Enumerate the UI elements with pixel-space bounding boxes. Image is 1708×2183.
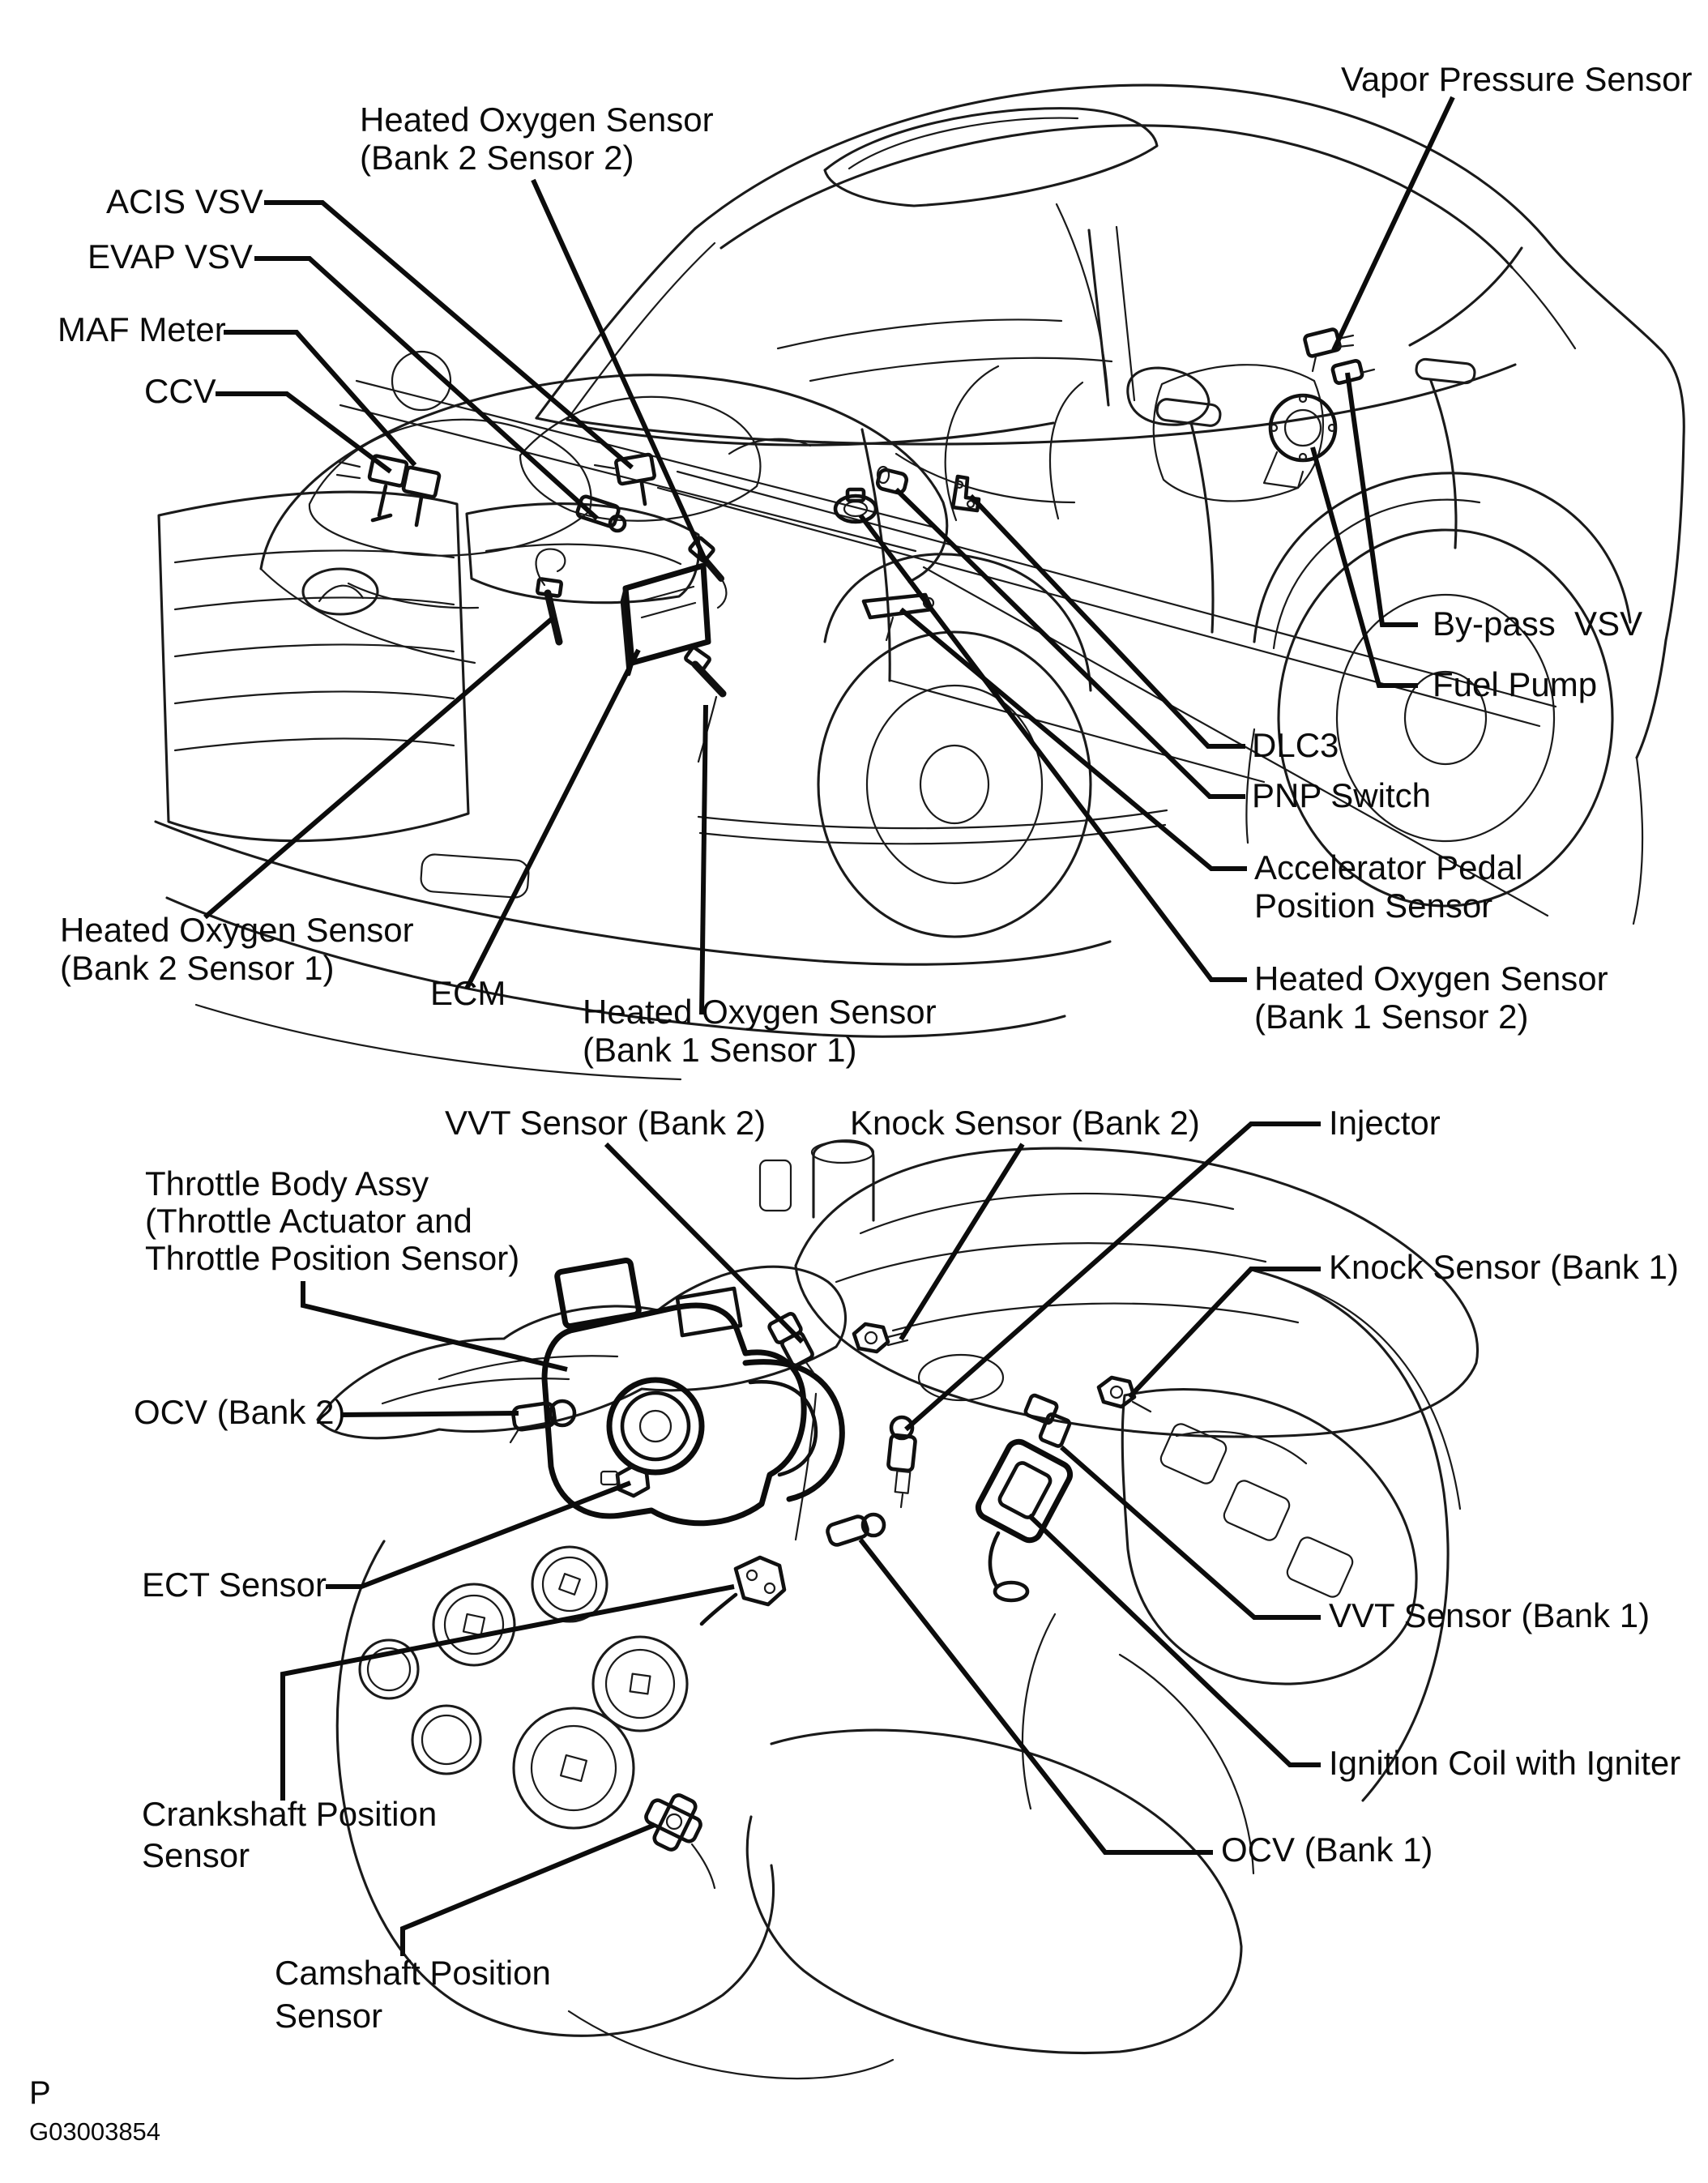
rear-door-handle <box>1415 357 1476 385</box>
injector-glyph <box>886 1415 917 1509</box>
label-vapor-pressure-sensor: Vapor Pressure Sensor <box>1341 60 1692 98</box>
front-wheel <box>817 630 1092 938</box>
leader-knock-sensor-b1 <box>1127 1267 1321 1399</box>
bypass-vsv-glyph <box>1330 358 1376 386</box>
leader-evap-vsv <box>254 256 600 521</box>
brand-emblem <box>301 567 379 616</box>
leader-camshaft-sensor <box>400 1822 656 1956</box>
leader-vvt-sensor-b1 <box>1060 1445 1321 1620</box>
leader-bypass-vsv <box>1345 372 1418 627</box>
fuel-pump-glyph <box>1262 393 1338 489</box>
label-ignition-coil-with-igniter: Ignition Coil with Igniter <box>1329 1744 1680 1782</box>
figure-code: G03003854 <box>29 2117 160 2146</box>
sunroof <box>823 107 1159 207</box>
throttle-body-assembly-glyph <box>541 1257 845 1527</box>
ignition-coil-glyph <box>975 1438 1074 1603</box>
label-acis-vsv: ACIS VSV <box>106 182 263 220</box>
label-bypass-vsv: By-pass VSV <box>1433 604 1642 643</box>
label-ho2s-bank1-sensor2: Heated Oxygen Sensor (Bank 1 Sensor 2) <box>1254 959 1617 1036</box>
engine-illustration <box>316 1139 1479 2080</box>
leader-ccv <box>216 391 392 474</box>
dlc3-glyph <box>950 474 981 513</box>
leader-ho2s-b1s1 <box>699 704 708 1015</box>
engine-labels: VVT Sensor (Bank 2) Knock Sensor (Bank 2… <box>134 1104 1680 2035</box>
evap-maf-sensor-glyph <box>575 494 627 533</box>
ccv-valve-glyph <box>335 454 442 528</box>
label-dlc3: DLC3 <box>1252 726 1339 764</box>
leader-fuel-pump <box>1310 446 1418 688</box>
label-accelerator-pedal-position-sensor: Accelerator Pedal Position Sensor <box>1254 848 1532 925</box>
camshaft-sensor-glyph <box>644 1793 716 1890</box>
label-injector: Injector <box>1329 1104 1441 1142</box>
leader-knock-sensor-b2 <box>899 1143 1025 1341</box>
label-ocv-bank2: OCV (Bank 2) <box>134 1393 345 1431</box>
leader-vapor-pressure-sensor <box>1331 96 1455 352</box>
leader-ecm <box>464 648 641 990</box>
grille <box>157 490 470 843</box>
engine-component-glyphs <box>509 1312 1152 1890</box>
side-mirror <box>1126 366 1211 426</box>
leader-ignition-coil <box>1027 1513 1321 1767</box>
knock-sensor-b1-glyph <box>1096 1375 1152 1413</box>
leader-injector <box>904 1121 1321 1432</box>
label-knock-sensor-bank1: Knock Sensor (Bank 1) <box>1329 1248 1679 1286</box>
label-evap-vsv: EVAP VSV <box>88 237 253 276</box>
label-pnp-switch: PNP Switch <box>1252 776 1431 814</box>
label-ho2s-bank2-sensor1: Heated Oxygen Sensor (Bank 2 Sensor 1) <box>60 911 423 987</box>
leader-acis-vsv <box>264 200 634 470</box>
label-ocv-bank1: OCV (Bank 1) <box>1221 1831 1433 1869</box>
pulleys <box>358 1545 689 1830</box>
vvt-sensor-b1-glyph <box>1023 1393 1072 1448</box>
label-ho2s-bank1-sensor1: Heated Oxygen Sensor (Bank 1 Sensor 1) <box>583 993 946 1069</box>
label-vvt-sensor-bank2: VVT Sensor (Bank 2) <box>445 1104 766 1142</box>
label-camshaft-position-sensor: Camshaft Position Sensor <box>275 1954 561 2035</box>
crankshaft-sensor-glyph <box>699 1555 787 1626</box>
leader-pnp-switch <box>894 487 1245 799</box>
figure-footer: P G03003854 <box>29 2075 160 2146</box>
pnp-switch-glyph <box>875 465 909 495</box>
leader-maf-meter <box>224 330 417 467</box>
leader-ho2s-b1s2 <box>858 514 1247 982</box>
leader-ocv-b2 <box>339 1411 519 1417</box>
label-knock-sensor-bank2: Knock Sensor (Bank 2) <box>850 1104 1200 1142</box>
label-vvt-sensor-bank1: VVT Sensor (Bank 1) <box>1329 1596 1650 1634</box>
ocv-b2-glyph <box>509 1399 577 1444</box>
vehicle-labels: Vapor Pressure Sensor Heated Oxygen Sens… <box>58 60 1692 1069</box>
leader-ho2s-b2s1 <box>203 615 555 920</box>
label-ho2s-bank2-sensor2: Heated Oxygen Sensor (Bank 2 Sensor 2) <box>360 100 723 177</box>
leader-vvt-sensor-b2 <box>604 1142 805 1344</box>
page-marker: P <box>29 2075 51 2111</box>
label-throttle-body-assy: Throttle Body Assy (Throttle Actuator an… <box>145 1164 519 1277</box>
fog-lamp <box>420 853 530 899</box>
ocv-b1-glyph <box>826 1512 886 1547</box>
leader-crankshaft-sensor <box>280 1584 735 1801</box>
ho2s-b1s2-glyph <box>833 487 878 524</box>
engine-leader-lines <box>280 1121 1321 1956</box>
label-crankshaft-position-sensor: Crankshaft Position Sensor <box>142 1795 446 1874</box>
acis-vsv-glyph <box>593 452 656 506</box>
leader-ect-sensor <box>326 1480 632 1589</box>
label-maf-meter: MAF Meter <box>58 310 226 348</box>
label-ccv: CCV <box>144 372 216 410</box>
leader-dlc3 <box>968 493 1245 749</box>
leader-ho2s-b2s2 <box>531 178 709 565</box>
label-fuel-pump: Fuel Pump <box>1433 665 1597 703</box>
vehicle-leader-lines <box>203 96 1455 1015</box>
leader-accelerator-pedal <box>899 607 1247 871</box>
label-ect-sensor: ECT Sensor <box>142 1566 327 1604</box>
leader-throttle-body <box>301 1281 568 1372</box>
leader-ocv-b1 <box>858 1538 1213 1855</box>
rear-wheel <box>1277 528 1614 908</box>
vehicle-component-glyphs <box>335 327 1376 763</box>
label-ecm: ECM <box>430 974 506 1012</box>
